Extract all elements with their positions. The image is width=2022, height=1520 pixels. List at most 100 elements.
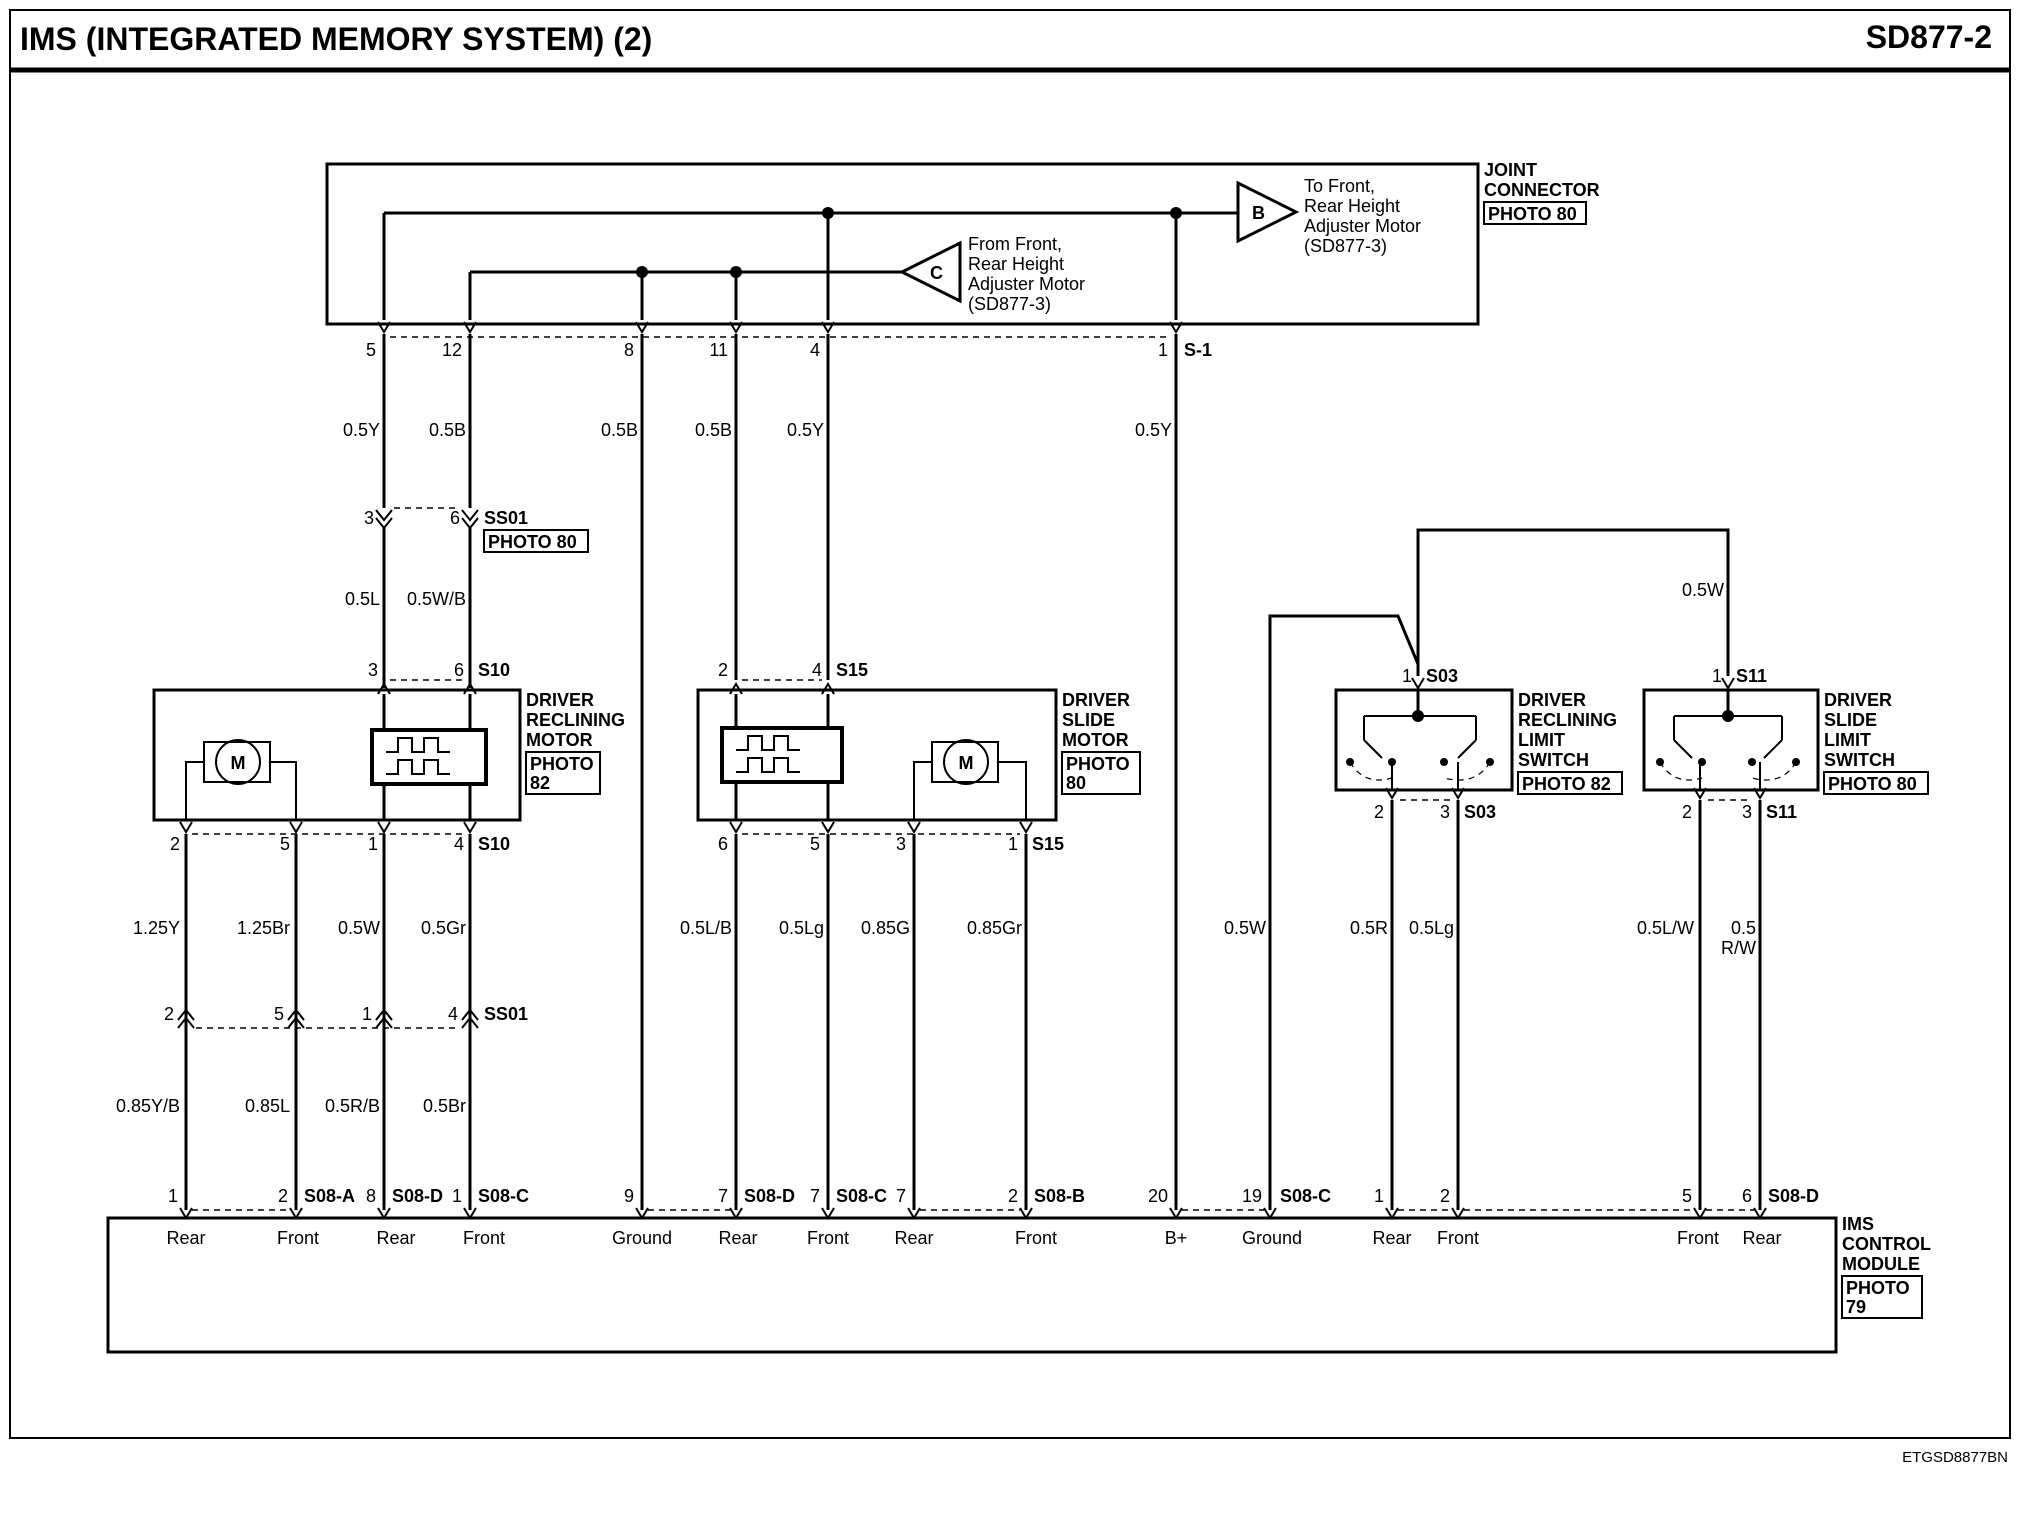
ims-pin-6: 6: [1742, 1186, 1752, 1206]
ss01-bottom-pin-2: 2: [164, 1004, 174, 1024]
recline-motor-label-2: RECLINING: [526, 710, 625, 730]
ims-pin-19: 19: [1242, 1186, 1262, 1206]
ims-label-front-6: Front: [1677, 1228, 1719, 1248]
ims-pin-d8: 8: [366, 1186, 376, 1206]
wire-label-gnd19: 0.5W: [1224, 918, 1266, 938]
slide-motor-m: M: [959, 753, 974, 773]
ims-label-front-5: Front: [1437, 1228, 1479, 1248]
ims-pin-b2: 2: [1008, 1186, 1018, 1206]
ss01-photo-box: [483, 529, 589, 553]
recline-top-pin-6: 6: [454, 660, 464, 680]
connector-b-icon: [1236, 180, 1300, 244]
ssw-label-2: SLIDE: [1824, 710, 1877, 730]
wire-label-jc5: 0.5Y: [343, 420, 380, 440]
rsw-photo-box: [1517, 771, 1623, 795]
slide-top-conn: S15: [836, 660, 868, 680]
ims-pin-r2: 2: [1440, 1186, 1450, 1206]
joint-photo-box: [1483, 201, 1587, 225]
ims-pin-9: 9: [624, 1186, 634, 1206]
connector-c-icon: [898, 240, 962, 304]
ims-label-bplus: B+: [1165, 1228, 1188, 1248]
ims-label-2: CONTROL: [1842, 1234, 1931, 1254]
joint-connector: JOINT CONNECTOR PHOTO 80 B To Front, Rea…: [325, 160, 1600, 360]
joint-pin-5: 5: [366, 340, 376, 360]
wire-label-r2: 1.25Y: [133, 918, 180, 938]
ims-photo-2: 79: [1846, 1297, 1866, 1317]
wire-label-s3: 0.85G: [861, 918, 910, 938]
limit-switch-top-wires: 0.5W 0.5W: [1224, 528, 1730, 1210]
rsw-label-1: DRIVER: [1518, 690, 1586, 710]
joint-pin-1: 1: [1158, 340, 1168, 360]
wire-label-ss3: 0.5L: [345, 589, 380, 609]
ss01-top-pin-3: 3: [364, 508, 374, 528]
ims-pin-c7: 7: [810, 1186, 820, 1206]
ims-pin-a1: 1: [168, 1186, 178, 1206]
wire-label-jc1: 0.5Y: [1135, 420, 1172, 440]
slide-bottom-conn: S15: [1032, 834, 1064, 854]
ss01-top-connector: 3 6 SS01 PHOTO 80 0.5L 0.5W/B: [345, 507, 589, 688]
ims-photo-1: PHOTO: [1846, 1278, 1910, 1298]
joint-b-text-4: (SD877-3): [1304, 236, 1387, 256]
joint-c-text-4: (SD877-3): [968, 294, 1051, 314]
wire-label-rs3: 0.5Lg: [1409, 918, 1454, 938]
page-frame: [9, 9, 2011, 1439]
ssw-top-conn: S11: [1736, 666, 1767, 686]
ssw-bottom-pin-3: 3: [1742, 802, 1752, 822]
wire-label-ss2: 0.5L/W: [1637, 918, 1694, 938]
ims-control-module: 1 2 S08-A 8 S08-D 1 S08-C 9 7 S08-D 7 S0…: [106, 1186, 1931, 1354]
driver-slide-motor: 2 4 S15 DRIVER SLIDE MOTOR PHOTO 80 M 6 …: [696, 660, 1141, 854]
ss01-top-pin-6: 6: [450, 508, 460, 528]
recline-photo-2: 82: [530, 773, 550, 793]
driver-slide-limit-switch: 1 S11 DRIVER SLIDE LIMIT SWITCH PHOTO 80…: [1637, 666, 1929, 1210]
wire-label-rs2: 0.5R: [1350, 918, 1388, 938]
ims-conn-s08b: S08-B: [1034, 1186, 1085, 1206]
wire-label-s5: 0.5Lg: [779, 918, 824, 938]
rsw-top-conn: S03: [1426, 666, 1458, 686]
slide-motor-label-1: DRIVER: [1062, 690, 1130, 710]
wire-label-s1: 0.85Gr: [967, 918, 1022, 938]
ss01-photo: PHOTO 80: [488, 532, 577, 552]
ss01-top-name: SS01: [484, 508, 528, 528]
wire-label-r4: 0.5Gr: [421, 918, 466, 938]
rsw-bottom-pin-3: 3: [1440, 802, 1450, 822]
footer-code: ETGSD8877BN: [1902, 1449, 2008, 1466]
recline-bottom-pin-5: 5: [280, 834, 290, 854]
ims-pin-c1: 1: [452, 1186, 462, 1206]
wire-label-b5: 0.85L: [245, 1096, 290, 1116]
driver-reclining-limit-switch: 1 S03 DRIVER RECLINING LIMIT SWITCH PHOT…: [1334, 666, 1623, 1210]
rsw-box: [1334, 688, 1514, 792]
joint-conn-s1: S-1: [1184, 340, 1212, 360]
ssw-label-1: DRIVER: [1824, 690, 1892, 710]
ims-label-rear-6: Rear: [1742, 1228, 1781, 1248]
ssw-label-4: SWITCH: [1824, 750, 1895, 770]
joint-b-text-3: Adjuster Motor: [1304, 216, 1421, 236]
joint-label-1: JOINT: [1484, 160, 1537, 180]
ims-label-front-3: Front: [807, 1228, 849, 1248]
ssw-photo: PHOTO 80: [1828, 774, 1917, 794]
slide-bottom-pin-1: 1: [1008, 834, 1018, 854]
wire-label-top-w: 0.5W: [1682, 580, 1724, 600]
ims-conn-s08c-2: S08-C: [836, 1186, 887, 1206]
ss01-bottom-name: SS01: [484, 1004, 528, 1024]
ims-photo-box: [1841, 1275, 1923, 1319]
joint-label-2: CONNECTOR: [1484, 180, 1600, 200]
ims-label-3: MODULE: [1842, 1254, 1920, 1274]
rsw-top-pin-1: 1: [1402, 666, 1412, 686]
ssw-label-3: LIMIT: [1824, 730, 1871, 750]
slide-motor-label-2: SLIDE: [1062, 710, 1115, 730]
joint-c-text-1: From Front,: [968, 234, 1062, 254]
wire-label-jc11: 0.5B: [695, 420, 732, 440]
ims-label-rear-2: Rear: [376, 1228, 415, 1248]
ims-label-ground-2: Ground: [1242, 1228, 1302, 1248]
ims-label-rear-4: Rear: [894, 1228, 933, 1248]
page-code: SD877-2: [1866, 19, 1992, 55]
recline-top-conn: S10: [478, 660, 510, 680]
slide-bottom-pin-5: 5: [810, 834, 820, 854]
ims-label-1: IMS: [1842, 1214, 1874, 1234]
recline-bottom-pin-1: 1: [368, 834, 378, 854]
slide-bottom-pin-6: 6: [718, 834, 728, 854]
recline-motor-m: M: [231, 753, 246, 773]
rsw-label-4: SWITCH: [1518, 750, 1589, 770]
slide-photo-box: [1061, 751, 1141, 795]
slide-motor-label-3: MOTOR: [1062, 730, 1129, 750]
